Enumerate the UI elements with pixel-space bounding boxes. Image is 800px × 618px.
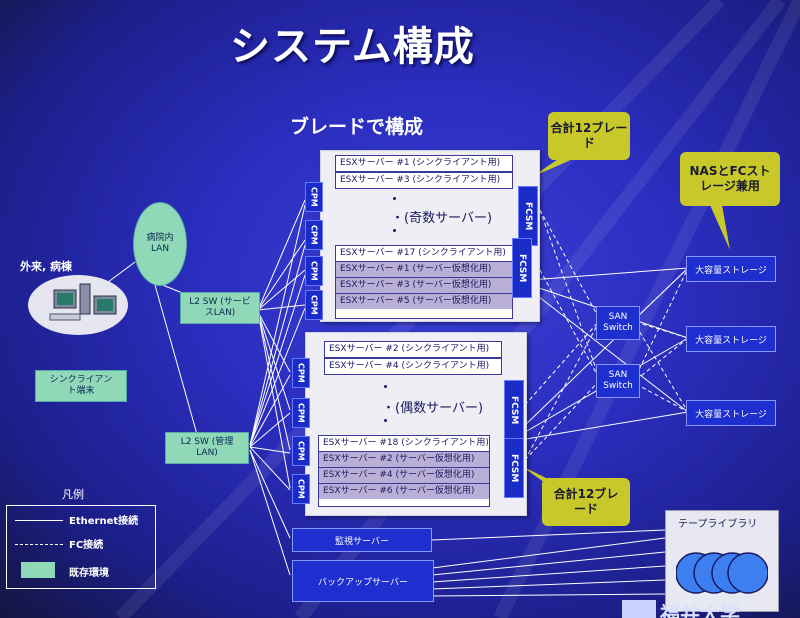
blade-esx-3: ESXサーバー #3 (シンクライアント用): [335, 172, 513, 189]
legend-box: Ethernet接続 FC接続 既存環境: [6, 505, 156, 589]
blade-group-bottom: ESXサーバー #18 (シンクライアント用) ESXサーバー #2 (サーバー…: [318, 435, 490, 507]
blade-esx-v3: ESXサーバー #3 (サーバー仮想化用): [336, 278, 512, 294]
san-switch-label: SAN Switch: [603, 370, 633, 391]
subtitle: ブレードで構成: [290, 116, 424, 138]
monitor-server: 監視サーバー: [292, 528, 432, 552]
existing-env-swatch: [21, 562, 55, 578]
blade-chassis-bottom: ESXサーバー #2 (シンクライアント用) ESXサーバー #4 (シンクライ…: [305, 332, 527, 516]
legend-title: 凡例: [62, 488, 84, 501]
blade-esx-v6: ESXサーバー #6 (サーバー仮想化用): [319, 484, 489, 499]
blade-esx-1: ESXサーバー #1 (シンクライアント用): [335, 155, 513, 172]
blade-esx-18: ESXサーバー #18 (シンクライアント用): [319, 436, 489, 452]
cpm-module: CPM: [292, 436, 310, 466]
cpm-module: CPM: [292, 358, 310, 388]
blade-esx-v4: ESXサーバー #4 (サーバー仮想化用): [319, 468, 489, 484]
blade-chassis-top: ESXサーバー #1 (シンクライアント用) ESXサーバー #3 (シンクライ…: [320, 150, 540, 322]
legend-existing: 既存環境: [69, 568, 109, 579]
blade-esx-v5: ESXサーバー #5 (サーバー仮想化用): [336, 294, 512, 309]
blade-esx-v2: ESXサーバー #2 (サーバー仮想化用): [319, 452, 489, 468]
odd-servers-label: ・(奇数サーバー): [391, 211, 493, 226]
cpm-module: CPM: [305, 290, 323, 320]
cpm-module: CPM: [305, 182, 323, 212]
blade-group-top: ESXサーバー #17 (シンクライアント用) ESXサーバー #1 (サーバー…: [335, 245, 513, 319]
client-terminal-icon: [49, 283, 117, 321]
callout-top-blades: 合計12ブレード: [548, 112, 630, 160]
l2-switch-mgmt-label: L2 SW (管理LAN): [180, 437, 234, 458]
page-title: システム構成: [230, 24, 475, 70]
blade-esx-v1: ESXサーバー #1 (サーバー仮想化用): [336, 262, 512, 278]
ellipsis-dot: [384, 385, 387, 388]
cpm-module: CPM: [292, 398, 310, 428]
fcsm-module: FCSM: [512, 238, 532, 298]
fcsm-module: FCSM: [518, 186, 538, 246]
cpm-module: CPM: [305, 220, 323, 250]
storage-2: 大容量ストレージ: [686, 326, 776, 352]
san-switch-1: SAN Switch: [596, 306, 640, 340]
ethernet-line-sample: [15, 520, 63, 521]
cpm-module: CPM: [292, 474, 310, 504]
ellipsis-dot: [384, 419, 387, 422]
tape-reels-icon: [676, 552, 768, 594]
backup-server: バックアップサーバー: [292, 560, 434, 602]
callout-storage-text: NASとFCストレージ兼用: [689, 164, 771, 193]
cpm-module: CPM: [305, 256, 323, 286]
hospital-lan-cloud: 病院内LAN: [133, 202, 187, 286]
thin-client-box: シンクライアント端末: [35, 370, 127, 402]
l2-switch-service: L2 SW (サービスLAN): [180, 292, 260, 324]
blade-esx-17: ESXサーバー #17 (シンクライアント用): [336, 246, 512, 262]
storage-3: 大容量ストレージ: [686, 400, 776, 426]
ellipsis-dot: [393, 197, 396, 200]
callout-bottom-blades-text: 合計12ブレード: [553, 487, 619, 516]
blade-esx-2: ESXサーバー #2 (シンクライアント用): [324, 341, 502, 358]
legend-fc: FC接続: [69, 540, 104, 551]
even-servers-label: ・(偶数サーバー): [382, 401, 484, 416]
blade-esx-4: ESXサーバー #4 (シンクライアント用): [324, 358, 502, 375]
legend-ethernet: Ethernet接続: [69, 516, 139, 527]
storage-1: 大容量ストレージ: [686, 256, 776, 282]
outpatient-label: 外来, 病棟: [20, 260, 73, 273]
fcsm-module: FCSM: [504, 380, 524, 440]
callout-top-blades-text: 合計12ブレード: [550, 121, 628, 150]
thin-client-label: シンクライアント端末: [49, 375, 113, 396]
san-switch-label: SAN Switch: [603, 312, 633, 333]
callout-storage: NASとFCストレージ兼用: [680, 152, 780, 206]
tape-library-label: テープライブラリ: [678, 519, 758, 530]
ellipsis-dot: [393, 229, 396, 232]
l2-switch-mgmt: L2 SW (管理LAN): [165, 432, 249, 464]
fcsm-module: FCSM: [504, 438, 524, 498]
university-logo-text: 福井大学: [660, 602, 740, 618]
university-logo-mark: [622, 600, 656, 618]
hospital-lan-label: 病院内LAN: [146, 233, 174, 254]
callout-bottom-blades: 合計12ブレード: [542, 478, 630, 526]
san-switch-2: SAN Switch: [596, 364, 640, 398]
l2-switch-service-label: L2 SW (サービスLAN): [189, 297, 251, 318]
fc-line-sample: [15, 544, 63, 545]
tape-library: テープライブラリ: [665, 510, 779, 612]
